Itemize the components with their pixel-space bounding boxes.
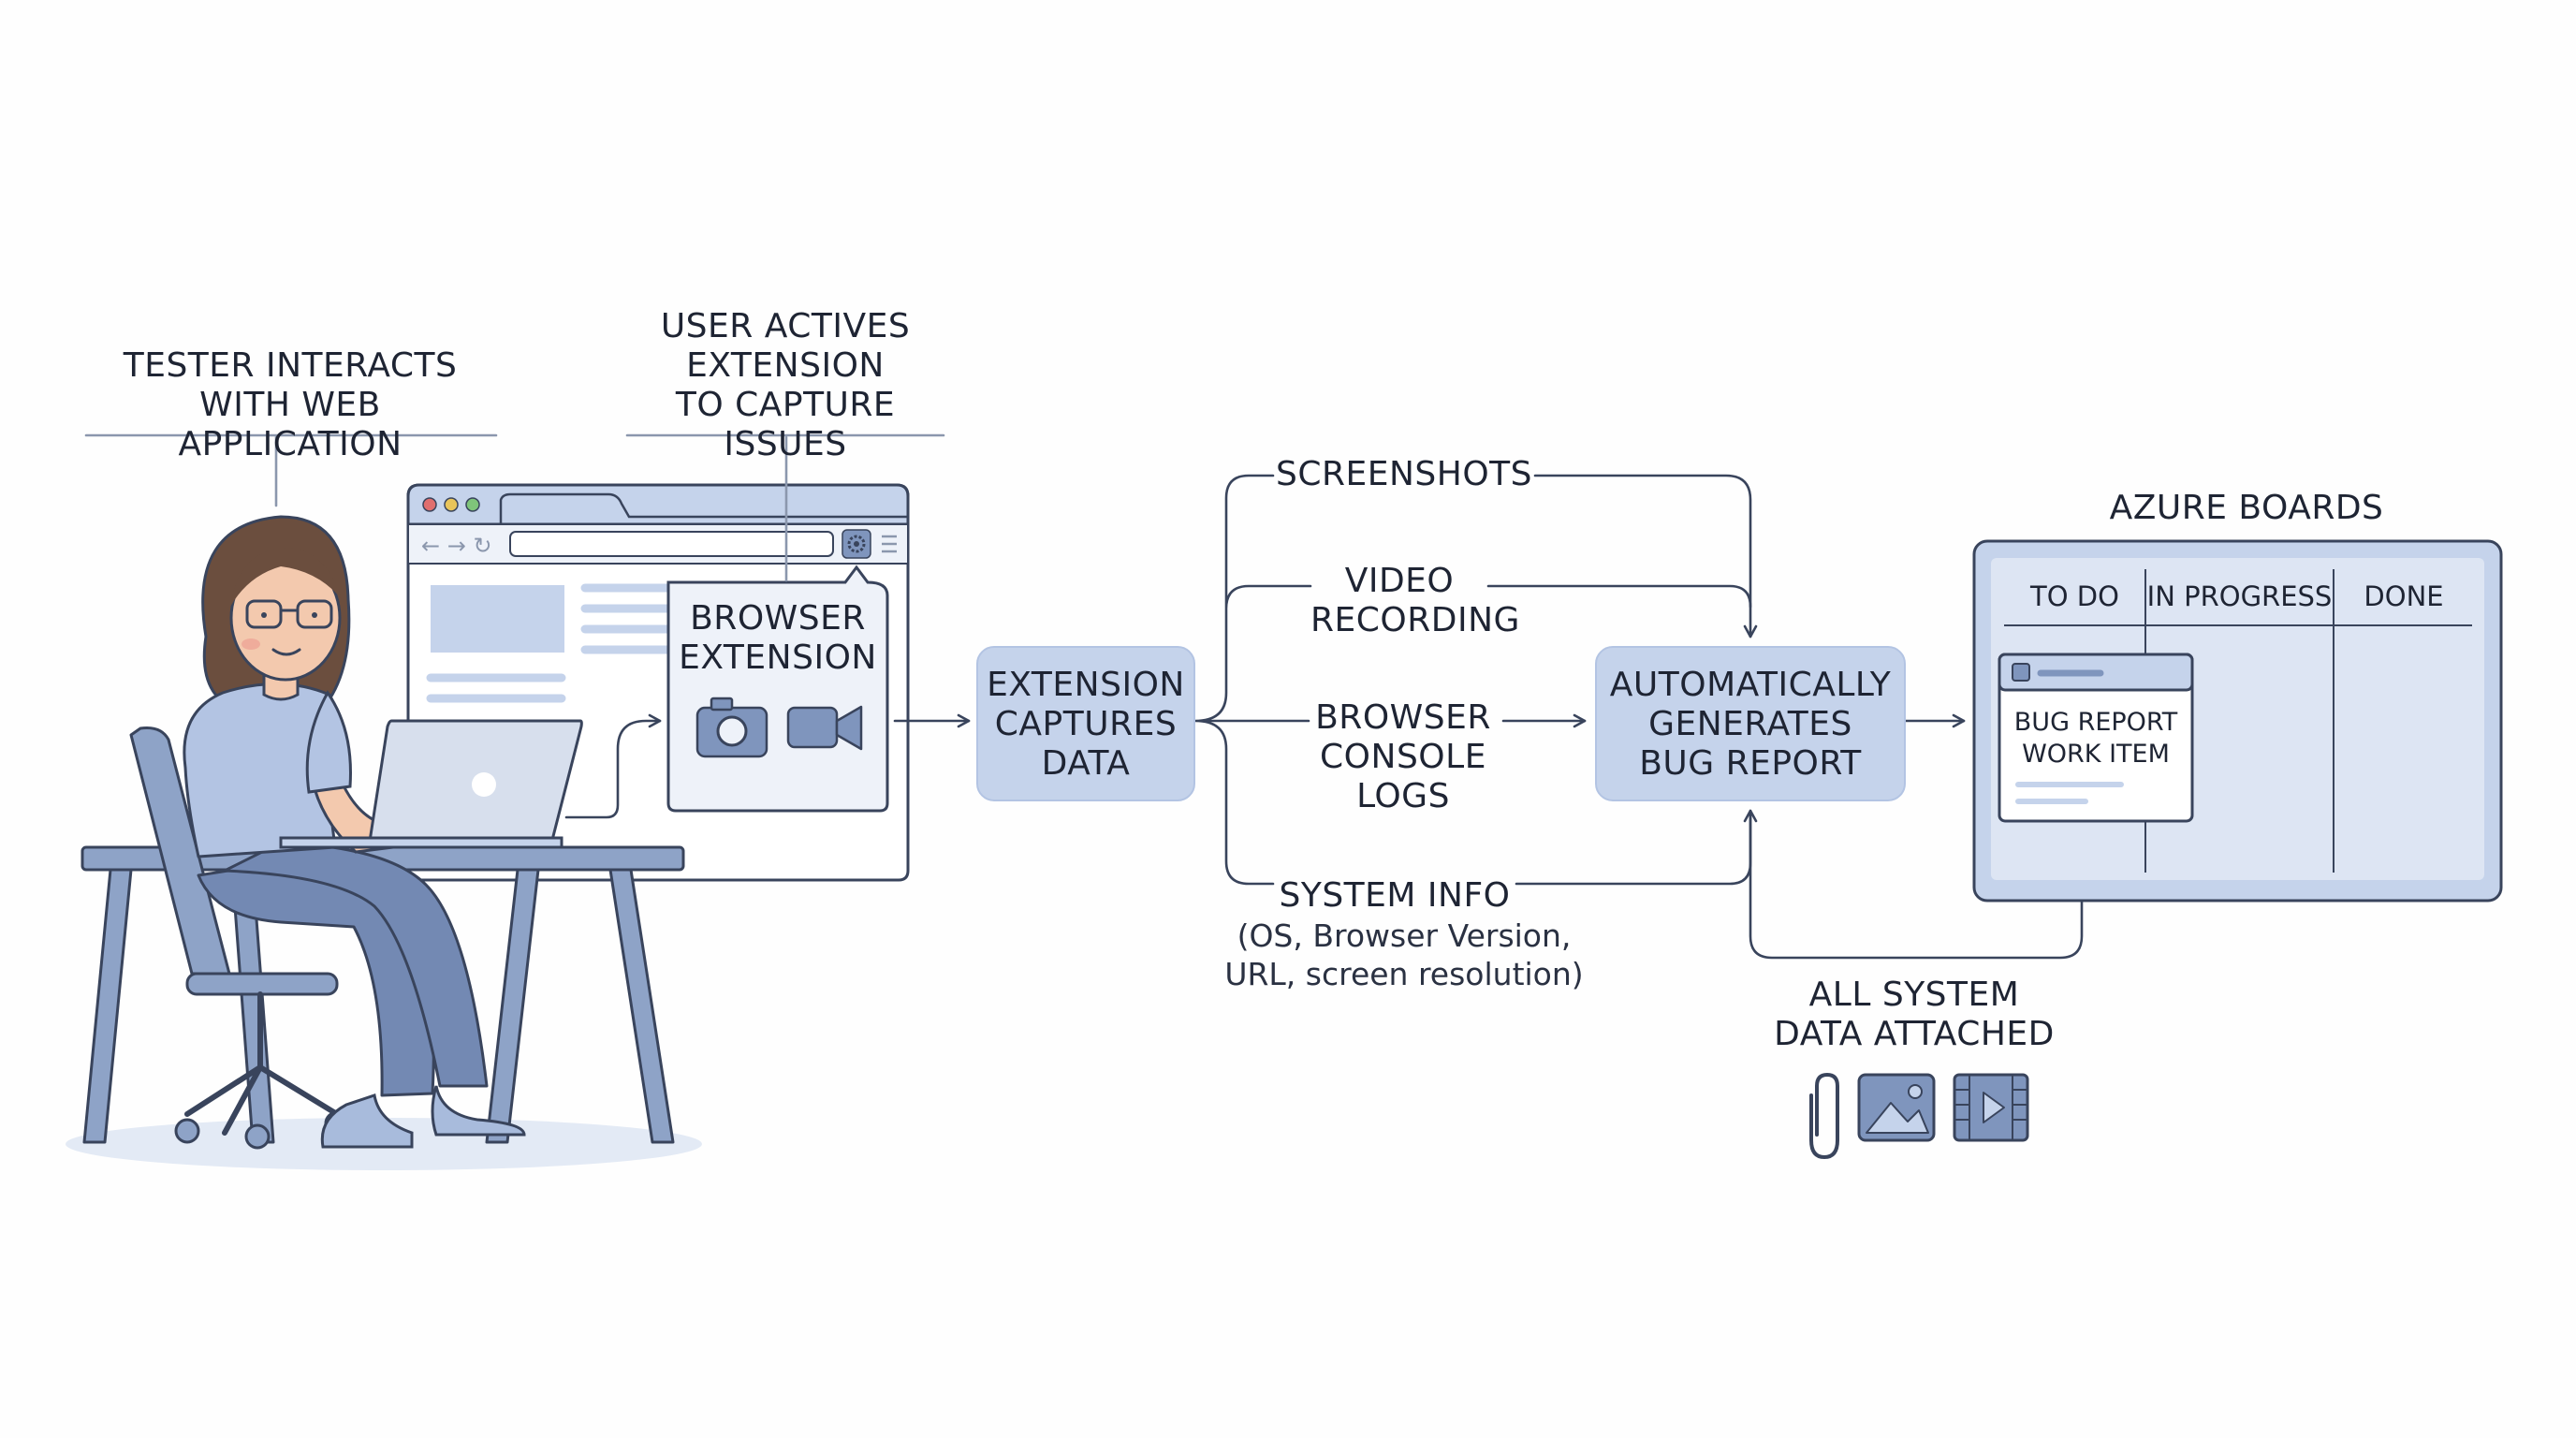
page-hero-block	[431, 585, 564, 653]
tester-scene: ← → ↻	[66, 483, 910, 1170]
smile	[271, 648, 301, 656]
user-activates-label: USER ACTIVES EXTENSION TO CAPTURE ISSUES	[660, 307, 911, 463]
paperclip-icon	[1809, 1072, 1839, 1160]
camera-icon	[695, 697, 768, 758]
board-column-todo: TO DO	[2030, 580, 2119, 612]
bug-report-card-text: BUG REPORT WORK ITEM	[2013, 708, 2178, 769]
image-icon	[1857, 1073, 1936, 1142]
system-info-label: SYSTEM INFO	[1279, 876, 1511, 915]
systeminfo-to-report-arrow	[1515, 809, 1758, 886]
window-max-dot	[465, 497, 480, 512]
tester-label: TESTER INTERACTS WITH WEB APPLICATION	[123, 346, 458, 463]
bug-report-card	[1998, 653, 2194, 823]
extension-captures-node	[976, 646, 1195, 801]
screenshots-to-report-arrow	[1533, 474, 1758, 638]
page-text-lines	[426, 583, 674, 703]
browser-extension-label: BROWSER EXTENSION	[679, 599, 877, 677]
attachments-loop	[1749, 813, 2089, 960]
board-column-in-progress: IN PROGRESS	[2146, 580, 2333, 612]
system-info-detail: (OS, Browser Version, URL, screen resolu…	[1224, 917, 1584, 992]
gear-icon	[847, 535, 866, 553]
window-close-dot	[422, 497, 437, 512]
auto-generates-label: AUTOMATICALLY GENERATES BUG REPORT	[1609, 666, 1892, 783]
film-icon	[1953, 1073, 2029, 1142]
glasses-left	[245, 599, 283, 629]
tester-person	[183, 515, 526, 1149]
shoe-left	[320, 1093, 414, 1149]
nav-arrows-icon: ← → ↻	[421, 533, 492, 559]
glasses-right	[296, 599, 333, 629]
card-detail-lines	[2015, 782, 2124, 804]
video-to-report-arrow	[1486, 584, 1752, 609]
screenshots-label: SCREENSHOTS	[1275, 455, 1533, 493]
auto-generates-node	[1595, 646, 1906, 801]
shoe-right	[431, 1085, 526, 1137]
extension-captures-label: EXTENSION CAPTURES DATA	[987, 666, 1185, 783]
laptop	[279, 719, 583, 849]
azure-boards-title: AZURE BOARDS	[2109, 489, 2384, 527]
console-logs-label: BROWSER CONSOLE LOGS	[1315, 698, 1491, 815]
capture-branches	[1193, 474, 1312, 886]
window-min-dot	[444, 497, 459, 512]
board-column-done: DONE	[2364, 580, 2444, 612]
browser-extension-popup	[666, 565, 889, 813]
video-recording-label: VIDEO RECORDING	[1310, 562, 1520, 639]
card-checkbox	[2012, 663, 2030, 682]
azure-boards-panel	[1972, 539, 2503, 902]
connectors	[84, 433, 2089, 960]
laptop-to-extension-arrow	[564, 713, 662, 819]
all-system-data-label: ALL SYSTEM DATA ATTACHED	[1774, 976, 2055, 1053]
menu-icon	[882, 535, 897, 553]
laptop-logo	[472, 772, 496, 797]
address-bar	[509, 531, 834, 557]
video-camera-icon	[786, 705, 863, 751]
